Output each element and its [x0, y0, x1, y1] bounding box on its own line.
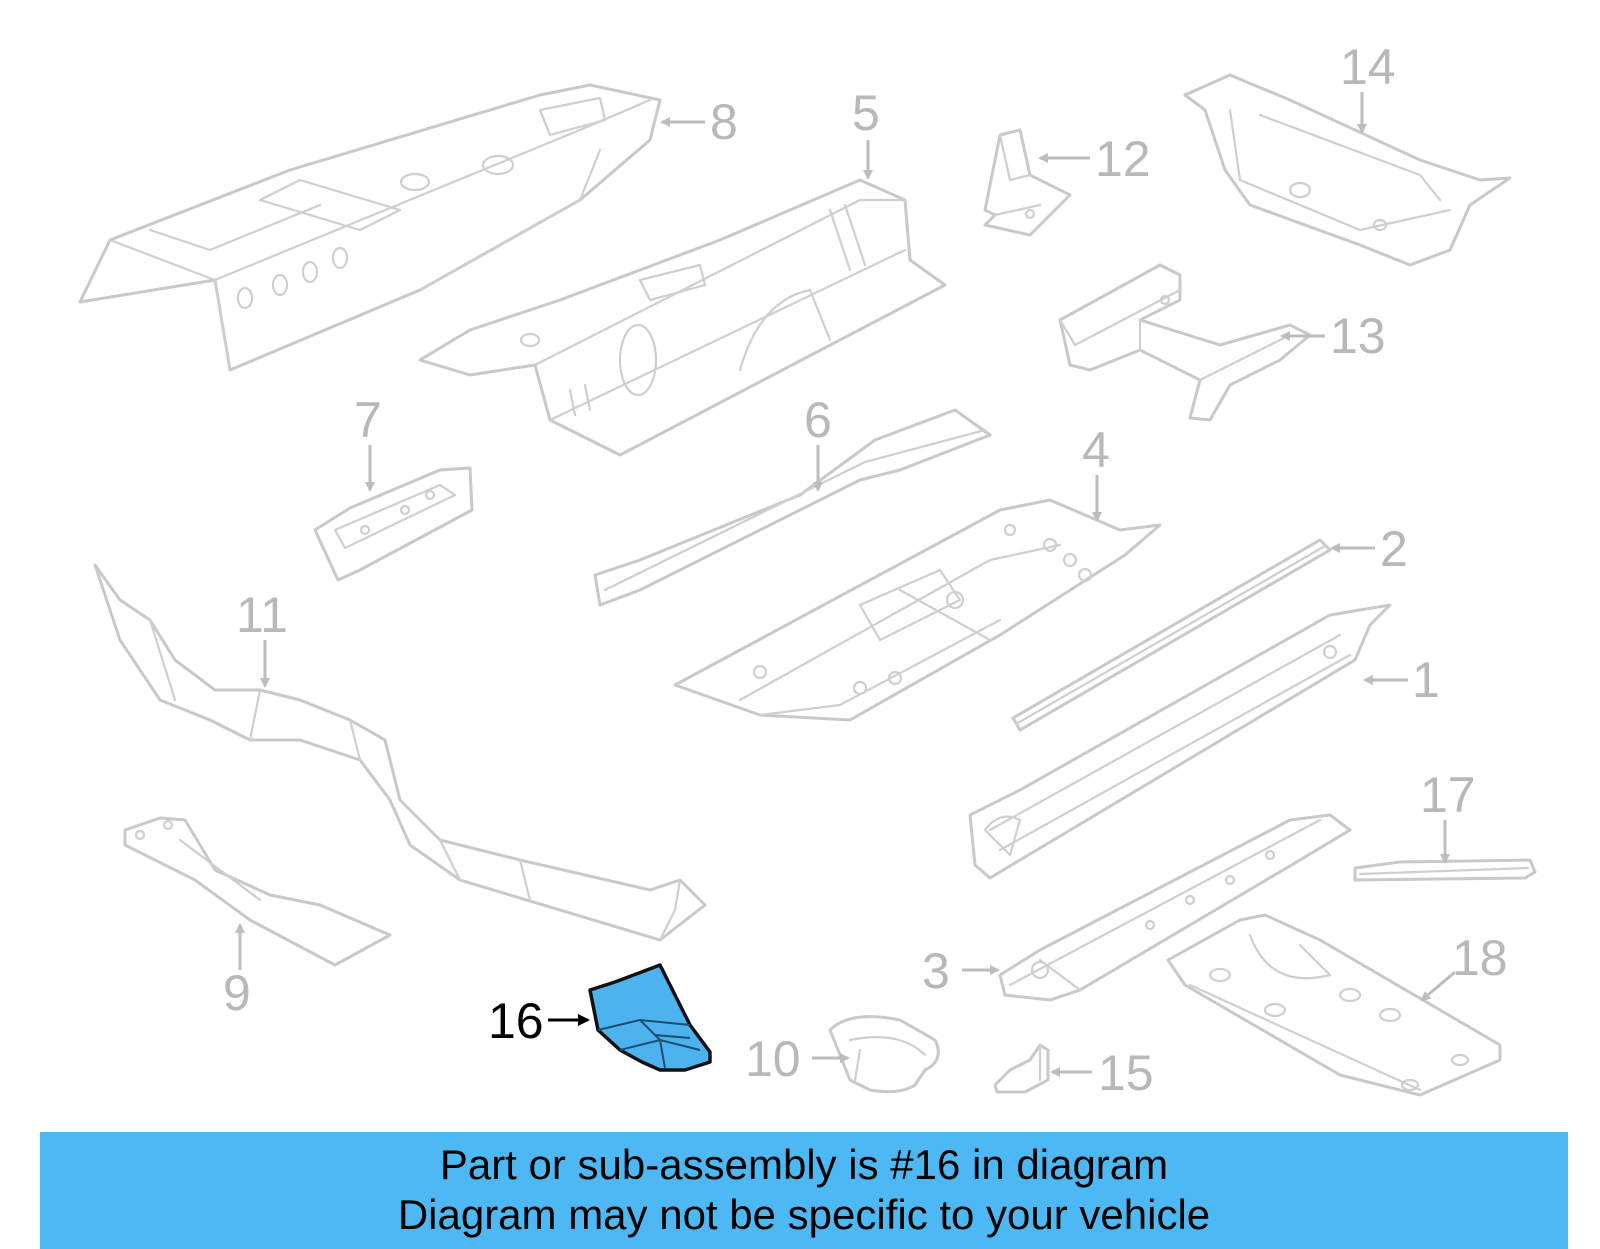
callout-5: 5 [852, 85, 880, 141]
part-12-shape [983, 128, 1072, 237]
callout-8: 8 [710, 94, 738, 150]
callout-17: 17 [1420, 767, 1476, 823]
part-11-shape [93, 563, 707, 942]
callout-4: 4 [1082, 422, 1110, 478]
leader-18 [1420, 970, 1456, 1002]
callout-18: 18 [1452, 930, 1508, 986]
part-9-shape [123, 816, 392, 967]
part-17-shape [1353, 858, 1537, 882]
part-14-shape [1183, 73, 1512, 267]
part-18-shape [1166, 913, 1502, 1097]
part-2-shape [1011, 538, 1332, 732]
part-10-shape [828, 1015, 940, 1094]
callout-6: 6 [804, 392, 832, 448]
part-7-shape [313, 466, 474, 582]
part-5-shape [418, 178, 947, 457]
callout-12: 12 [1095, 131, 1151, 187]
part-16-shape[interactable] [588, 963, 712, 1072]
banner-line-disclaimer: Diagram may not be specific to your vehi… [397, 1191, 1211, 1238]
callout-2: 2 [1380, 521, 1408, 577]
callout-16: 16 [488, 993, 544, 1049]
part-3-shape [998, 813, 1352, 1002]
callout-10: 10 [745, 1031, 801, 1087]
callout-1: 1 [1412, 652, 1440, 708]
callout-14: 14 [1340, 39, 1396, 95]
part-13-shape [1058, 263, 1312, 422]
part-4-shape [673, 498, 1162, 722]
part-15-shape [993, 1043, 1050, 1094]
callout-13: 13 [1330, 308, 1386, 364]
part-6-shape [593, 408, 992, 607]
part-1-shape [968, 603, 1392, 880]
callout-3: 3 [922, 943, 950, 999]
callout-9: 9 [223, 965, 251, 1021]
callout-7: 7 [354, 392, 382, 448]
part-8-shape [78, 83, 662, 372]
callout-15: 15 [1098, 1045, 1154, 1101]
banner-line-part: Part or sub-assembly is #16 in diagram [439, 1141, 1169, 1188]
callout-11: 11 [236, 587, 288, 643]
info-banner: Part or sub-assembly is #16 in diagram D… [40, 1132, 1568, 1249]
